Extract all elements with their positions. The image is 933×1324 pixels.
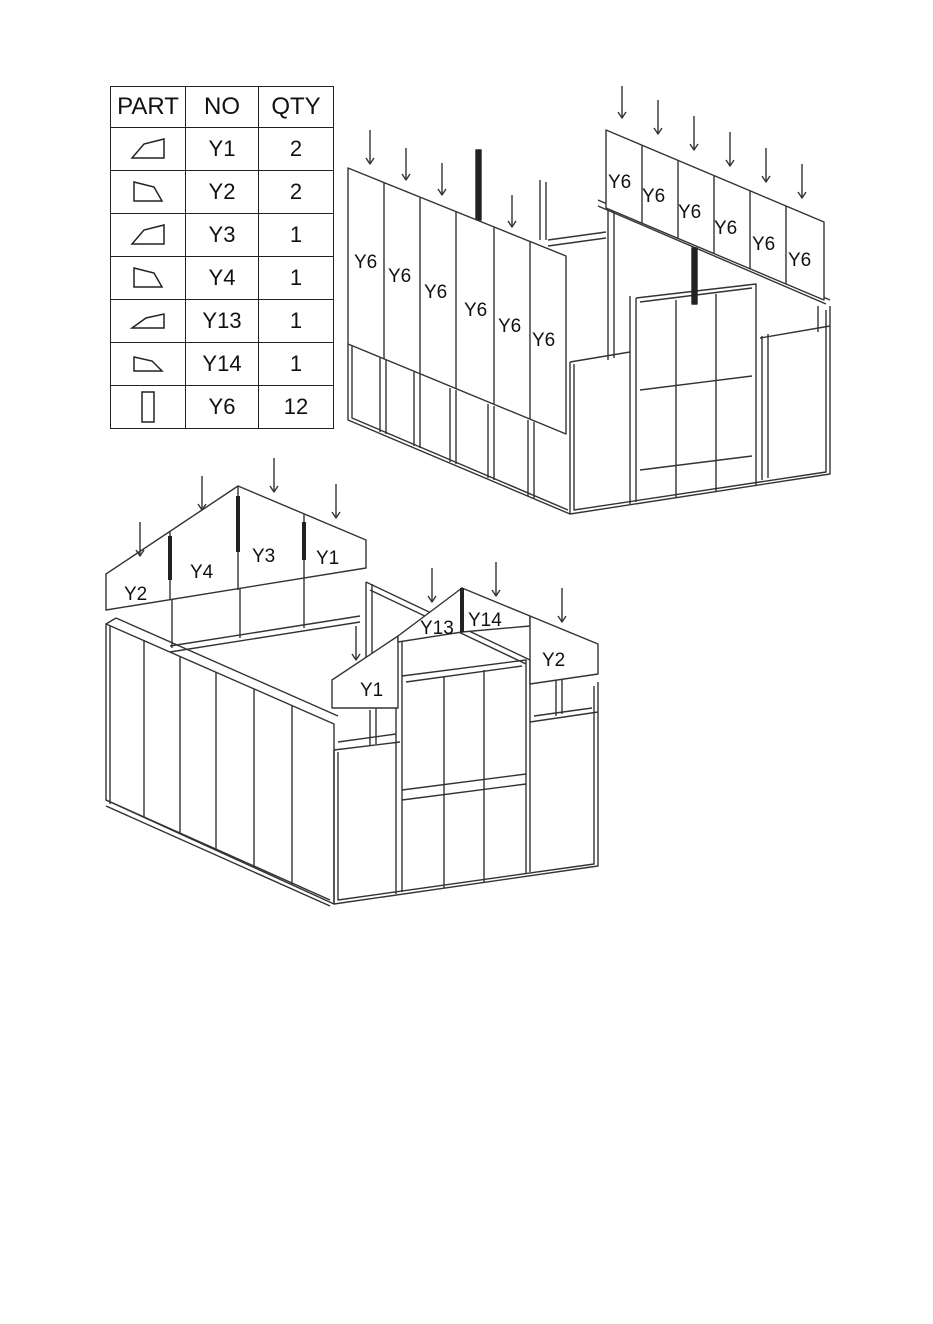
label-y6: Y6 — [752, 234, 775, 255]
label-y6: Y6 — [498, 316, 521, 337]
right-roof-panels — [606, 130, 824, 300]
label-y2: Y2 — [124, 584, 147, 605]
label-y6: Y6 — [354, 252, 377, 273]
label-y13: Y13 — [420, 618, 454, 639]
label-y6: Y6 — [464, 300, 487, 321]
label-y3: Y3 — [252, 546, 275, 567]
label-y6: Y6 — [788, 250, 811, 271]
ridge-post — [692, 248, 697, 304]
label-y6: Y6 — [642, 186, 665, 207]
left-roof-panels — [348, 168, 566, 434]
label-y6: Y6 — [424, 282, 447, 303]
label-y6: Y6 — [714, 218, 737, 239]
label-y6: Y6 — [532, 330, 555, 351]
label-y2: Y2 — [542, 650, 565, 671]
label-y6: Y6 — [608, 172, 631, 193]
label-y1: Y1 — [316, 548, 339, 569]
label-y1: Y1 — [360, 680, 383, 701]
label-y6: Y6 — [678, 202, 701, 223]
label-y14: Y14 — [468, 610, 502, 631]
ridge-post — [476, 150, 481, 220]
label-y4: Y4 — [190, 562, 214, 583]
label-y6: Y6 — [388, 266, 411, 287]
